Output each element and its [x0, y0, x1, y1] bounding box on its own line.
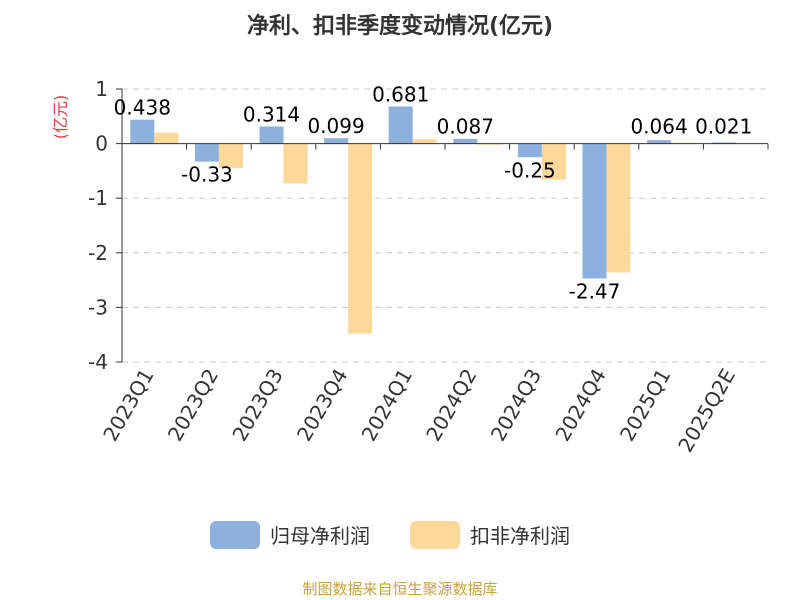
bar-series-0-2024Q1 — [388, 106, 413, 144]
bar-series-1-2024Q2 — [477, 143, 502, 145]
data-label: 0.064 — [630, 115, 687, 139]
bar-series-1-2023Q2 — [218, 143, 243, 169]
legend: 归母净利润 扣非净利润 — [210, 521, 570, 549]
data-label: -0.25 — [504, 158, 556, 182]
x-tick-label: 2024Q4 — [550, 365, 610, 446]
y-tick-label: 1 — [95, 77, 108, 101]
bar-series-1-2023Q3 — [283, 143, 308, 184]
data-label: 0.681 — [372, 82, 429, 106]
y-tick-label: -2 — [88, 241, 108, 265]
bar-series-1-2024Q4 — [606, 143, 631, 273]
data-label: 0.021 — [695, 115, 752, 139]
legend-label-deducted-profit: 扣非净利润 — [470, 524, 570, 548]
chart-title: 净利、扣非季度变动情况(亿元) — [247, 13, 553, 39]
bar-series-0-2024Q2 — [453, 138, 478, 144]
y-tick-label: -1 — [88, 186, 108, 210]
y-unit-label: (亿元) — [51, 95, 70, 140]
bars — [130, 106, 736, 334]
data-label: -2.47 — [569, 279, 621, 303]
bar-series-0-2023Q2 — [194, 143, 219, 162]
bar-series-0-2025Q1 — [647, 140, 672, 144]
bar-series-1-2023Q4 — [348, 143, 373, 334]
x-tick-label: 2025Q1 — [615, 365, 675, 446]
data-label: 0.438 — [114, 96, 171, 120]
y-tick-label: 0 — [95, 132, 108, 156]
x-tick-label: 2023Q2 — [163, 365, 223, 446]
x-tick-label: 2023Q4 — [292, 365, 352, 446]
legend-swatch-deducted-profit — [410, 521, 460, 549]
legend-label-net-profit: 归母净利润 — [270, 524, 370, 548]
bar-series-0-2025Q2E — [711, 142, 736, 144]
bar-series-1-2024Q3 — [541, 143, 566, 180]
source-note: 制图数据来自恒生聚源数据库 — [302, 580, 497, 598]
y-tick-label: -3 — [88, 295, 108, 319]
bar-series-0-2023Q3 — [259, 126, 284, 144]
x-tick-label: 2024Q1 — [357, 365, 417, 446]
data-label: 0.087 — [437, 115, 494, 139]
y-axis: 1 0 -1 -2 -3 -4 — [88, 77, 123, 374]
x-tick-label: 2023Q1 — [98, 365, 158, 446]
x-tick-label: 2024Q2 — [421, 365, 481, 446]
data-label: 0.099 — [307, 114, 364, 138]
bar-series-0-2023Q1 — [130, 119, 155, 144]
bar-series-1-2025Q1 — [671, 142, 696, 144]
bar-series-0-2023Q4 — [324, 138, 349, 144]
data-label: -0.33 — [181, 163, 233, 187]
data-label: 0.314 — [243, 102, 300, 126]
bar-series-1-2024Q1 — [412, 139, 437, 144]
data-labels: 0.438 -0.33 0.314 0.099 0.681 0.087 -0.25 -2.47… — [114, 82, 753, 303]
y-tick-label: -4 — [88, 350, 108, 374]
x-tick-label: 2023Q3 — [227, 365, 287, 446]
bar-series-0-2024Q3 — [517, 143, 542, 158]
grid-lines — [122, 88, 768, 363]
x-tick-label: 2024Q3 — [486, 365, 546, 446]
x-tick-label: 2025Q2E — [673, 365, 740, 457]
legend-swatch-net-profit — [210, 521, 260, 549]
bar-series-1-2023Q1 — [154, 132, 179, 144]
bar-series-0-2024Q4 — [582, 143, 607, 279]
